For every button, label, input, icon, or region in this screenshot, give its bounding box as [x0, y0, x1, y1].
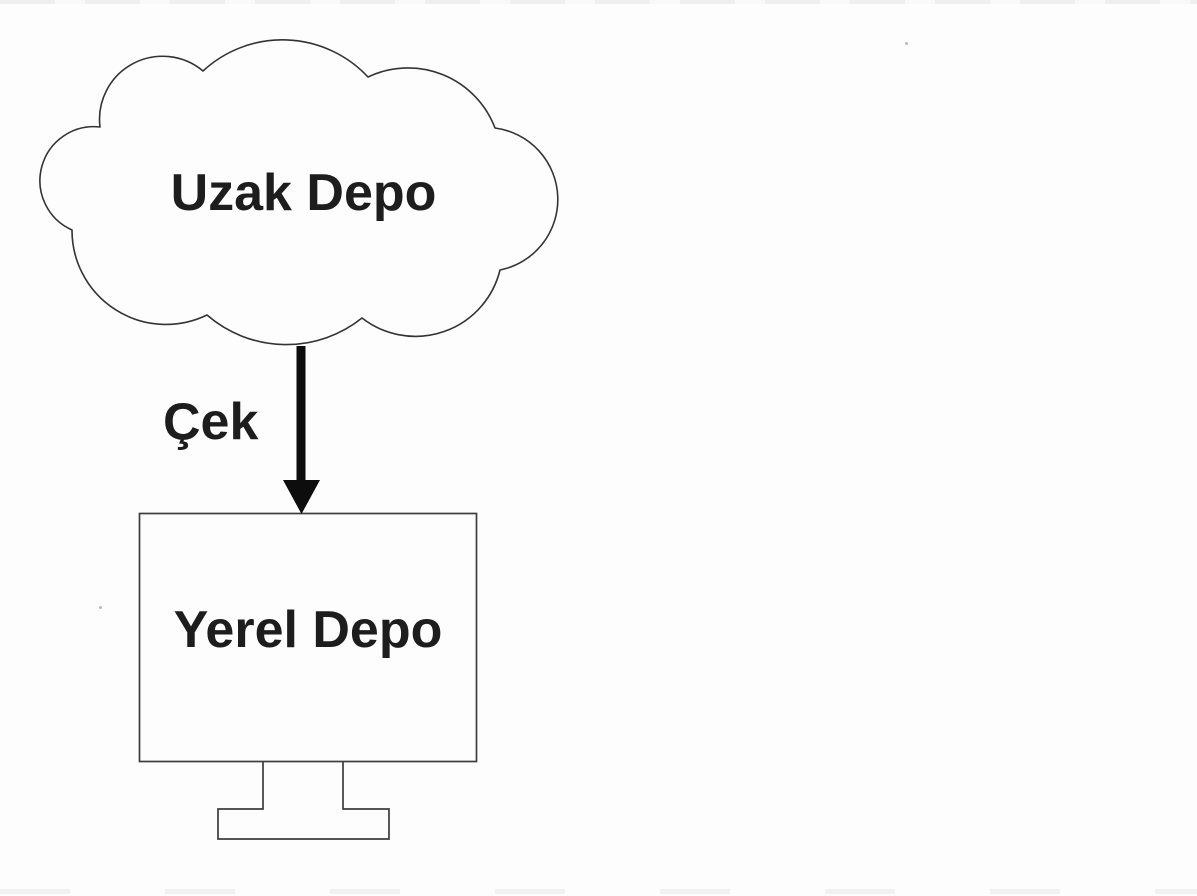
pull-action-label: Çek [163, 393, 259, 451]
scan-speck [905, 42, 908, 45]
local-repo-monitor-screen [138, 512, 478, 763]
scan-artifact-top [0, 0, 1197, 4]
pull-arrow [283, 346, 320, 514]
remote-repo-label: Uzak Depo [170, 164, 437, 222]
pull-arrowhead [283, 480, 320, 514]
pull-arrow-shaft [296, 346, 306, 484]
scan-speck [99, 606, 102, 609]
local-repo-label: Yerel Depo [173, 601, 443, 659]
scan-artifact-bottom [0, 889, 1197, 894]
monitor-stand-shape [217, 762, 390, 840]
remote-repo-cloud-shape [39, 39, 559, 346]
